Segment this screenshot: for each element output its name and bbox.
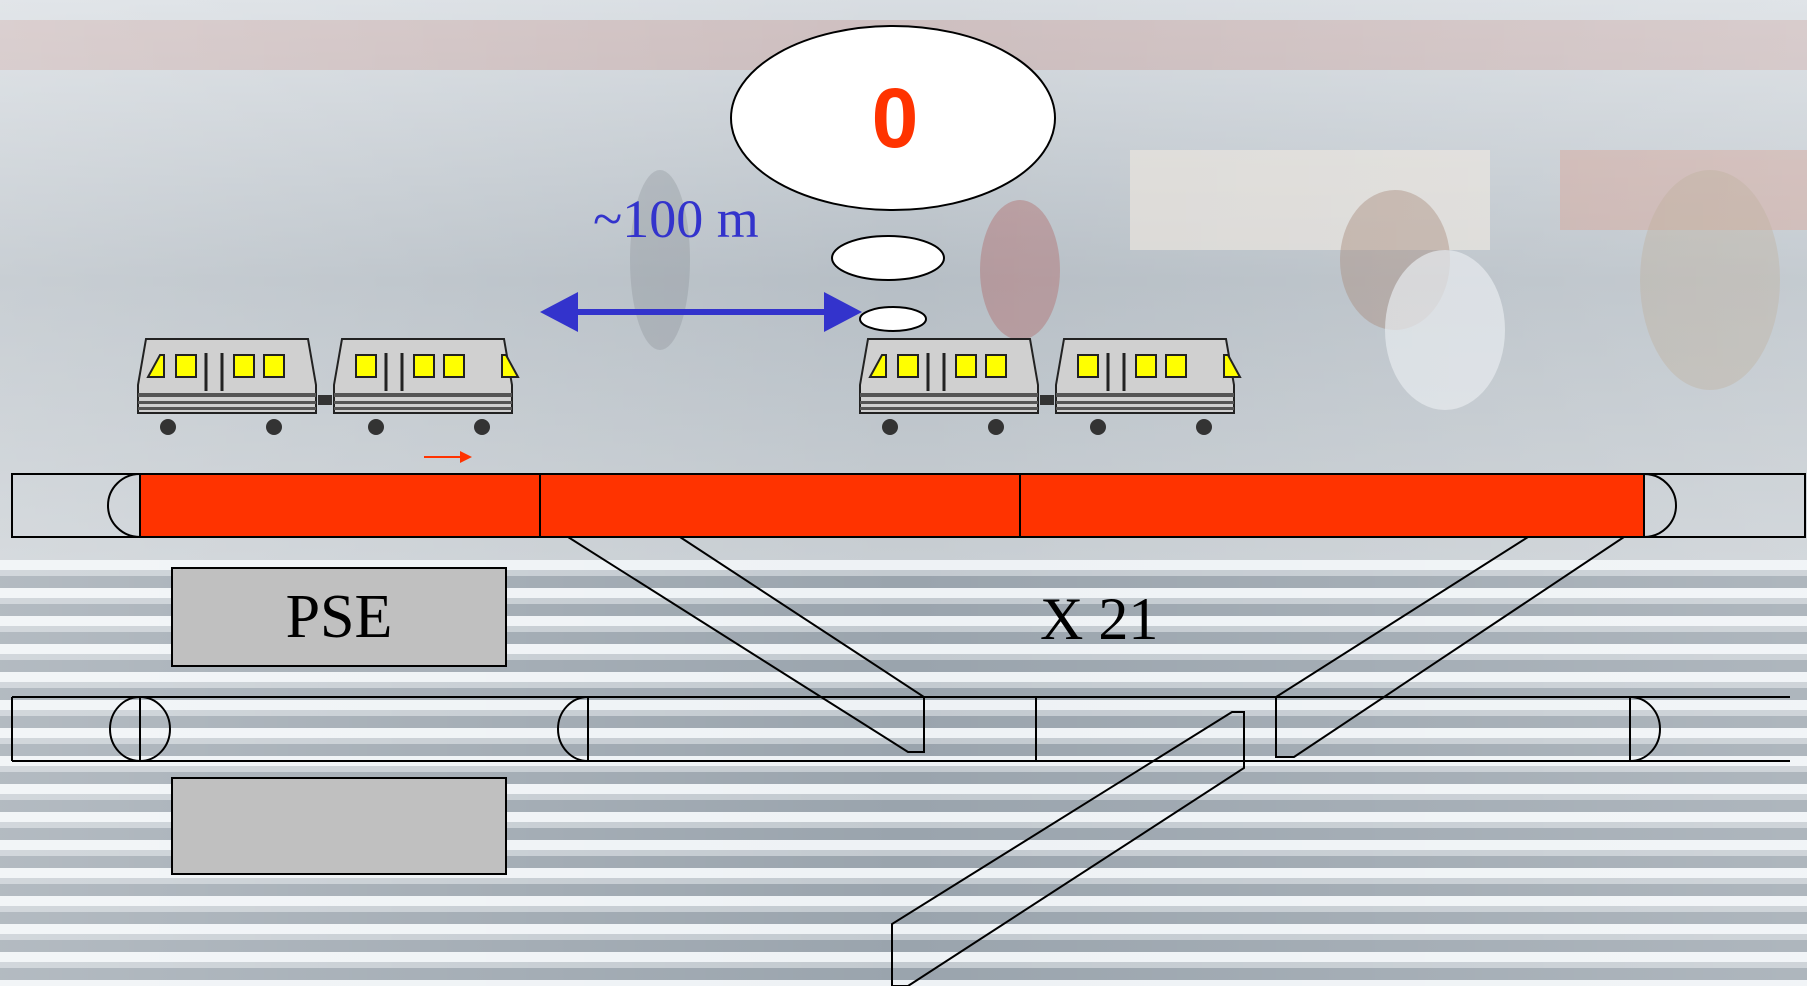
train-icon (859, 338, 1242, 435)
direction-arrow-icon (424, 451, 472, 463)
lower-box (171, 777, 507, 875)
thought-bubble-icon (730, 25, 1056, 332)
lower-track (11, 696, 1790, 762)
upper-track (11, 473, 1806, 538)
multiplier-label: X 21 (1040, 586, 1159, 652)
train-icon (137, 338, 520, 435)
bubble-value: 0 (871, 70, 919, 165)
pse-box (171, 567, 507, 667)
distance-label: ~100 m (593, 189, 759, 249)
crossover-ramps (564, 536, 1628, 986)
double-arrow-icon (540, 292, 862, 332)
pse-label: PSE (285, 582, 393, 651)
